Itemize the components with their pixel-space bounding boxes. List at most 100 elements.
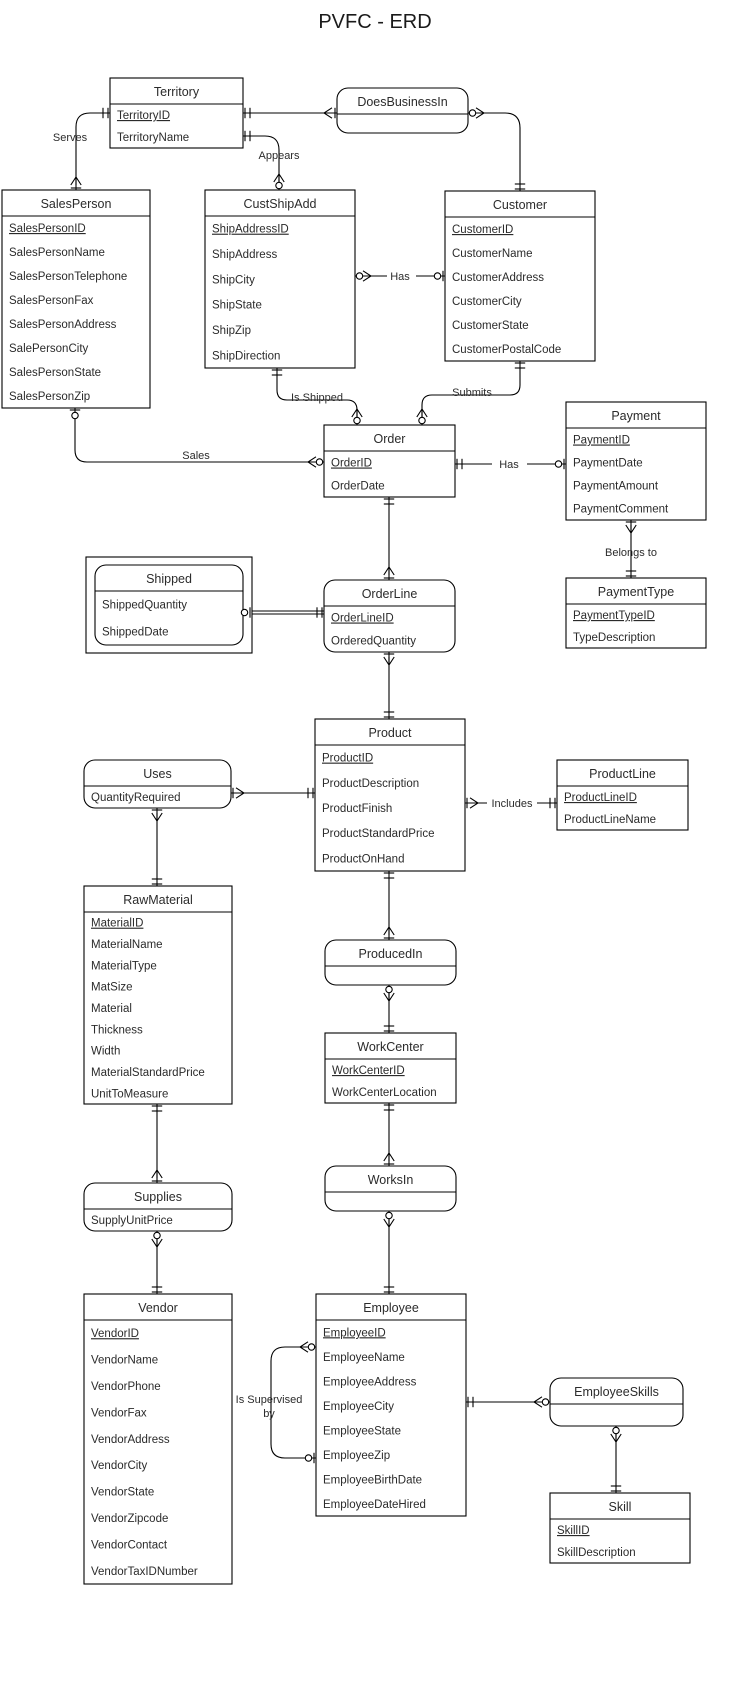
- cardinality-empskills-employee: [467, 1396, 474, 1408]
- cardinality-skill-rel: [610, 1426, 622, 1444]
- entity-box-doesbusinessin[interactable]: [336, 87, 469, 134]
- attribute-shipstate: ShipState: [212, 300, 262, 312]
- connector-sales: [74, 408, 324, 463]
- relationship-label-serves: Serves: [53, 132, 88, 144]
- attribute-vendorstate: VendorState: [91, 1487, 154, 1499]
- attribute-salespersonname: SalesPersonName: [9, 247, 105, 259]
- cardinality-has-payment-payment: [554, 458, 565, 470]
- cardinality-uses-product: [307, 787, 314, 799]
- attribute-salespersonaddress: SalesPersonAddress: [9, 319, 117, 331]
- entity-box-order[interactable]: [323, 424, 456, 498]
- attribute-unittomeasure: UnitToMeasure: [91, 1088, 168, 1100]
- entity-name-doesbusinessin: DoesBusinessIn: [357, 95, 447, 109]
- attribute-productfinish: ProductFinish: [322, 803, 392, 815]
- entity-box-supplies[interactable]: [83, 1182, 233, 1232]
- attribute-paymentdate: PaymentDate: [573, 458, 643, 470]
- connector-serves: [75, 112, 110, 190]
- entity-box-workcenter[interactable]: [324, 1032, 457, 1104]
- entity-box-custshipadd[interactable]: [204, 189, 356, 369]
- cardinality-empskills-rel: [532, 1396, 550, 1408]
- attribute-shipaddressid: ShipAddressID: [212, 224, 289, 236]
- entity-box-payment[interactable]: [565, 401, 707, 521]
- entity-box-employee[interactable]: [315, 1293, 467, 1517]
- attribute-salepersoncity: SalePersonCity: [9, 343, 89, 355]
- relationship-label-supervised-line1: Is Supervised: [236, 1394, 303, 1406]
- cardinality-appears-custshipadd: [273, 172, 285, 190]
- attribute-vendorid: VendorID: [91, 1328, 139, 1340]
- page-title: PVFC - ERD: [318, 11, 431, 33]
- cardinality-supervised-many: [298, 1341, 316, 1353]
- entity-box-paymenttype[interactable]: [565, 577, 707, 649]
- cardinality-uses-rm-uses: [151, 809, 163, 823]
- attribute-material: Material: [91, 1003, 132, 1015]
- entity-box-worksin[interactable]: [324, 1165, 457, 1212]
- cardinality-skill-skill: [610, 1485, 622, 1492]
- attribute-vendorzipcode: VendorZipcode: [91, 1513, 168, 1525]
- attribute-productdescription: ProductDescription: [322, 778, 419, 790]
- entity-name-payment: Payment: [611, 409, 661, 423]
- attribute-vendorname: VendorName: [91, 1355, 158, 1367]
- entity-box-salesperson[interactable]: [1, 189, 151, 409]
- entity-box-vendor[interactable]: [83, 1293, 233, 1585]
- attribute-customercity: CustomerCity: [452, 296, 522, 308]
- entity-name-orderline: OrderLine: [362, 587, 418, 601]
- entity-box-territory[interactable]: [109, 77, 244, 149]
- entity-box-productline[interactable]: [556, 759, 689, 831]
- entity-box-rawmaterial[interactable]: [83, 885, 233, 1105]
- cardinality-supplies-rel: [151, 1168, 163, 1182]
- entity-box-product[interactable]: [314, 718, 466, 872]
- attribute-vendorcontact: VendorContact: [91, 1539, 168, 1551]
- attribute-orderedquantity: OrderedQuantity: [331, 636, 416, 648]
- cardinality-has-payment-order: [456, 458, 463, 470]
- attribute-workcenterlocation: WorkCenterLocation: [332, 1087, 437, 1099]
- entity-name-uses: Uses: [143, 767, 171, 781]
- attribute-territoryid: TerritoryID: [117, 110, 170, 122]
- relationship-label-sales: Sales: [182, 450, 210, 462]
- entity-box-skill[interactable]: [549, 1492, 691, 1564]
- entity-name-customer: Customer: [493, 198, 547, 212]
- attribute-vendorphone: VendorPhone: [91, 1381, 161, 1393]
- attribute-paymentamount: PaymentAmount: [573, 481, 659, 493]
- relationship-label-belongs-to: Belongs to: [605, 547, 657, 559]
- cardinality-uses-rm-rawmaterial: [151, 878, 163, 885]
- attribute-materialtype: MaterialType: [91, 960, 157, 972]
- cardinality-producedin-wc-rel: [383, 985, 395, 1003]
- cardinality-submits-customer: [514, 362, 526, 369]
- attribute-supplyunitprice: SupplyUnitPrice: [91, 1215, 173, 1227]
- relationship-label-submits: Submits: [452, 387, 492, 399]
- relationship-label-includes: Includes: [492, 798, 533, 810]
- cardinality-orderline-product-product: [383, 711, 395, 718]
- attribute-employeedatehired: EmployeeDateHired: [323, 1499, 426, 1511]
- attribute-productstandardprice: ProductStandardPrice: [322, 828, 435, 840]
- cardinality-supplies-rawmaterial: [151, 1105, 163, 1112]
- cardinality-supplies-vendor-vendor: [151, 1286, 163, 1293]
- entity-box-shipped[interactable]: [94, 564, 244, 646]
- entity-box-customer[interactable]: [444, 190, 596, 362]
- entity-box-producedin[interactable]: [324, 939, 457, 986]
- attribute-paymenttypeid: PaymentTypeID: [573, 610, 655, 622]
- attribute-employeeid: EmployeeID: [323, 1327, 386, 1339]
- attribute-customername: CustomerName: [452, 248, 533, 260]
- attribute-employeecity: EmployeeCity: [323, 1401, 394, 1413]
- attribute-customerid: CustomerID: [452, 224, 513, 236]
- attribute-employeezip: EmployeeZip: [323, 1450, 390, 1462]
- entity-name-employee: Employee: [363, 1301, 419, 1315]
- attribute-shipaddress: ShipAddress: [212, 249, 277, 261]
- entity-name-order: Order: [374, 432, 406, 446]
- entity-name-rawmaterial: RawMaterial: [123, 893, 192, 907]
- cardinality-has-addr-customer: [433, 270, 444, 282]
- attribute-productlineid: ProductLineID: [564, 792, 637, 804]
- attribute-customerstate: CustomerState: [452, 320, 529, 332]
- relationship-label-appears: Appears: [259, 150, 300, 162]
- attribute-shipzip: ShipZip: [212, 325, 251, 337]
- attribute-employeestate: EmployeeState: [323, 1425, 401, 1437]
- attribute-paymentid: PaymentID: [573, 435, 630, 447]
- cardinality-sales-order: [306, 456, 324, 468]
- attribute-salespersonzip: SalesPersonZip: [9, 391, 90, 403]
- attribute-shippedquantity: ShippedQuantity: [102, 600, 187, 612]
- cardinality-submits-order: [416, 407, 428, 425]
- entity-name-productline: ProductLine: [589, 767, 656, 781]
- cardinality-belongs-to-paymenttype: [625, 570, 637, 577]
- entity-name-producedin: ProducedIn: [359, 947, 423, 961]
- cardinality-includes-productline: [549, 797, 556, 809]
